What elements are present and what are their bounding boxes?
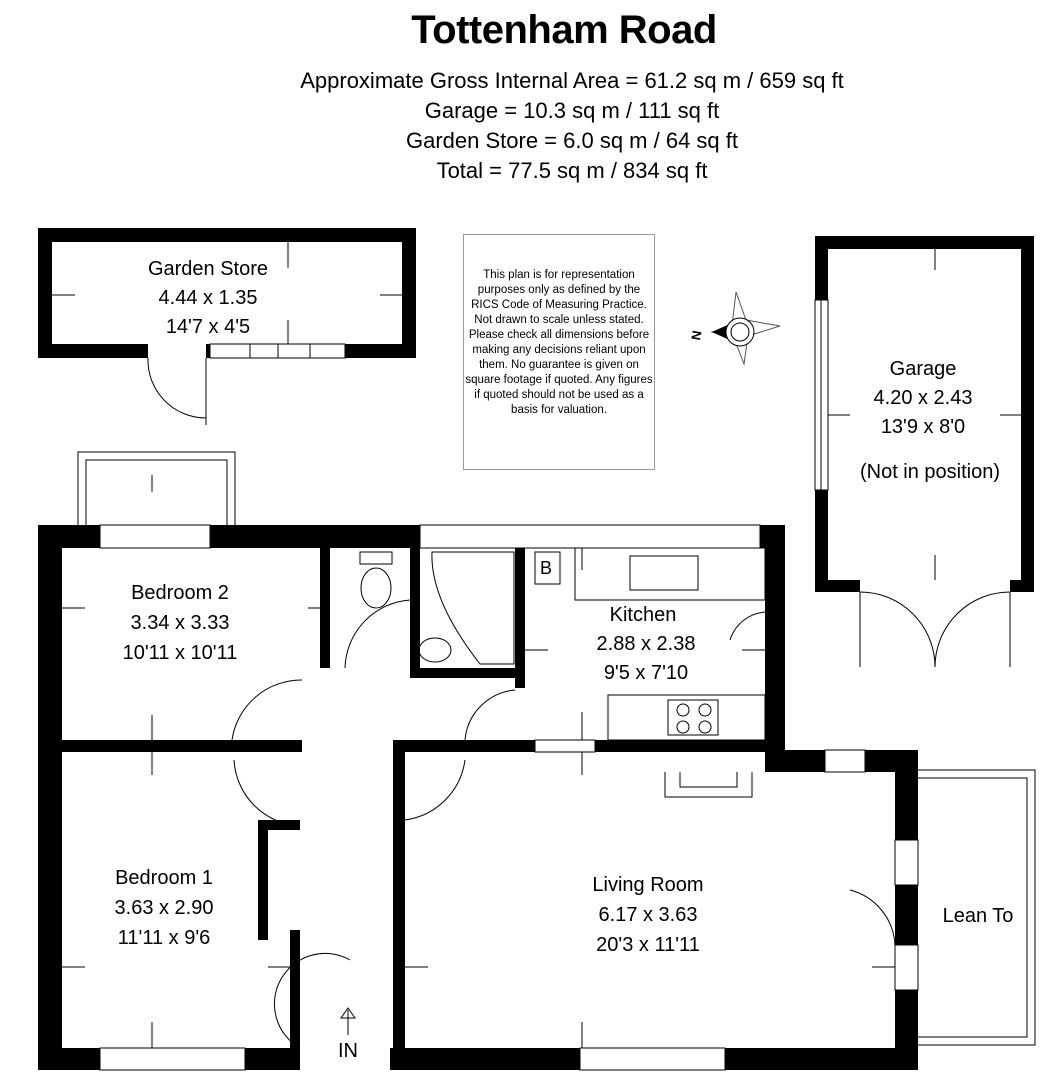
area-summary: Approximate Gross Internal Area = 61.2 s…: [0, 66, 1062, 186]
disclaimer: This plan is for representation purposes…: [463, 234, 655, 470]
plan-title: Tottenham Road: [411, 8, 717, 52]
entrance-arrow-icon: [340, 1007, 356, 1035]
area-garden-store: Garden Store = 6.0 sq m / 64 sq ft: [405, 128, 738, 153]
entrance-label: IN: [338, 1040, 358, 1062]
garden-store: Garden Store 4.44 x 1.35 14'7 x 4'5: [38, 228, 416, 425]
living-room-metric: 6.17 x 3.63: [599, 904, 698, 926]
bedroom1-imperial: 11'11 x 9'6: [118, 927, 211, 949]
bedroom2-imperial: 10'11 x 10'11: [123, 642, 238, 664]
garage: Garage 4.20 x 2.43 13'9 x 8'0 (Not in po…: [814, 236, 1034, 668]
garage-label: Garage: [890, 358, 957, 380]
garage-metric: 4.20 x 2.43: [874, 387, 973, 409]
area-gross-internal: Approximate Gross Internal Area = 61.2 s…: [300, 68, 844, 93]
bedroom2-label: Bedroom 2: [131, 582, 229, 604]
bedroom2-metric: 3.34 x 3.33: [131, 612, 230, 634]
garage-note: (Not in position): [860, 461, 1000, 483]
garden-store-imperial: 14'7 x 4'5: [166, 316, 250, 338]
garage-imperial: 13'9 x 8'0: [881, 416, 965, 438]
garden-store-label: Garden Store: [148, 258, 268, 280]
boiler-label: B: [540, 558, 552, 578]
garden-store-metric: 4.44 x 1.35: [159, 287, 258, 309]
bedroom1-metric: 3.63 x 2.90: [115, 897, 214, 919]
area-total: Total = 77.5 sq m / 834 sq ft: [436, 158, 708, 183]
kitchen-metric: 2.88 x 2.38: [597, 633, 696, 655]
svg-text:N: N: [688, 329, 704, 341]
room-labels: Bedroom 2 3.34 x 3.33 10'11 x 10'11 Kitc…: [115, 582, 1014, 1062]
kitchen-imperial: 9'5 x 7'10: [604, 662, 688, 684]
living-room-label: Living Room: [592, 874, 703, 896]
compass-icon: N: [688, 291, 781, 366]
dimension-arrows: [52, 242, 1021, 1048]
living-room-imperial: 20'3 x 11'11: [596, 934, 700, 956]
house-walls: B: [38, 451, 1036, 1071]
bedroom1-label: Bedroom 1: [115, 867, 213, 889]
area-garage: Garage = 10.3 sq m / 111 sq ft: [424, 98, 720, 123]
lean-to-label: Lean To: [943, 905, 1014, 927]
kitchen-label: Kitchen: [610, 604, 677, 626]
